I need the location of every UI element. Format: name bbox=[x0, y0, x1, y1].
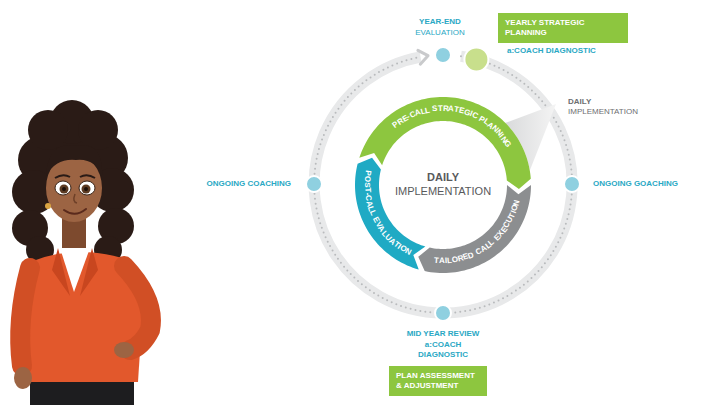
planning-box: YEARLY STRATEGIC PLANNING bbox=[498, 13, 628, 43]
disc-fill bbox=[355, 97, 531, 273]
arm bbox=[124, 266, 151, 350]
bangs bbox=[46, 145, 102, 178]
stage-label: ONGOING GOACHING bbox=[593, 179, 678, 189]
cycle-disc: PRE-CALL STRATEGIC PLANNING TAILORED CALL… bbox=[355, 97, 531, 273]
arm bbox=[20, 268, 30, 366]
cycle-dots bbox=[314, 56, 572, 313]
assessment-box: PLAN ASSESSMENT & ADJUSTMENT bbox=[389, 366, 487, 396]
stage-label: YEAR-END EVALUATION bbox=[409, 17, 471, 38]
stage-label: a:COACH DIAGNOSTIC bbox=[418, 340, 468, 361]
woman-figure bbox=[12, 100, 151, 405]
cycle-arrow bbox=[418, 50, 428, 64]
earring bbox=[45, 203, 51, 209]
hair bbox=[78, 110, 118, 150]
band-glyph: T bbox=[438, 104, 443, 114]
neck bbox=[62, 218, 86, 250]
band-label: TAILORED CALL EXECUTION bbox=[430, 197, 522, 267]
band-glyph: R bbox=[443, 104, 449, 114]
pupil bbox=[62, 187, 66, 191]
band-label: POST-CALL EVALUATION bbox=[361, 167, 414, 258]
eye bbox=[55, 181, 71, 195]
nose bbox=[74, 194, 77, 203]
band-fill bbox=[355, 158, 425, 270]
hand bbox=[114, 342, 134, 358]
mouth bbox=[64, 209, 86, 214]
band-glyph: S bbox=[432, 104, 438, 114]
hand bbox=[14, 367, 32, 389]
iris bbox=[60, 185, 69, 194]
stage-label: MID YEAR REVIEW bbox=[407, 329, 480, 339]
band-fill bbox=[418, 185, 531, 273]
stage-label: a:COACH DIAGNOSTIC bbox=[507, 46, 596, 56]
eyebrow bbox=[80, 175, 95, 178]
band-glyph: T bbox=[434, 256, 440, 266]
band-glyph: O bbox=[362, 176, 372, 183]
stage-label: ONGOING COACHING bbox=[207, 179, 291, 189]
milestone-dot bbox=[464, 47, 488, 71]
box-label: PLAN ASSESSMENT & ADJUSTMENT bbox=[396, 371, 480, 391]
milestone-dot bbox=[435, 305, 451, 321]
collar bbox=[52, 248, 70, 296]
pupil bbox=[84, 187, 88, 191]
milestone-dot bbox=[435, 47, 451, 63]
eye bbox=[79, 181, 95, 195]
band-glyph: S bbox=[362, 182, 372, 187]
band-label: PRE-CALL STRATEGIC PLANNING bbox=[390, 103, 513, 150]
milestone-dot bbox=[564, 176, 580, 192]
collar bbox=[80, 248, 98, 296]
stage-label: DAILY IMPLEMENTATION bbox=[568, 97, 639, 118]
band-glyph: L bbox=[424, 105, 431, 116]
iris bbox=[82, 185, 91, 194]
box-label: YEARLY STRATEGIC PLANNING bbox=[505, 18, 621, 38]
band-glyph: A bbox=[439, 256, 445, 266]
cycle-ring bbox=[314, 56, 572, 313]
center-label: DAILY IMPLEMENTATION bbox=[387, 171, 499, 199]
hair bbox=[28, 110, 68, 150]
eyebrow bbox=[55, 175, 70, 178]
milestone-dot bbox=[306, 176, 322, 192]
